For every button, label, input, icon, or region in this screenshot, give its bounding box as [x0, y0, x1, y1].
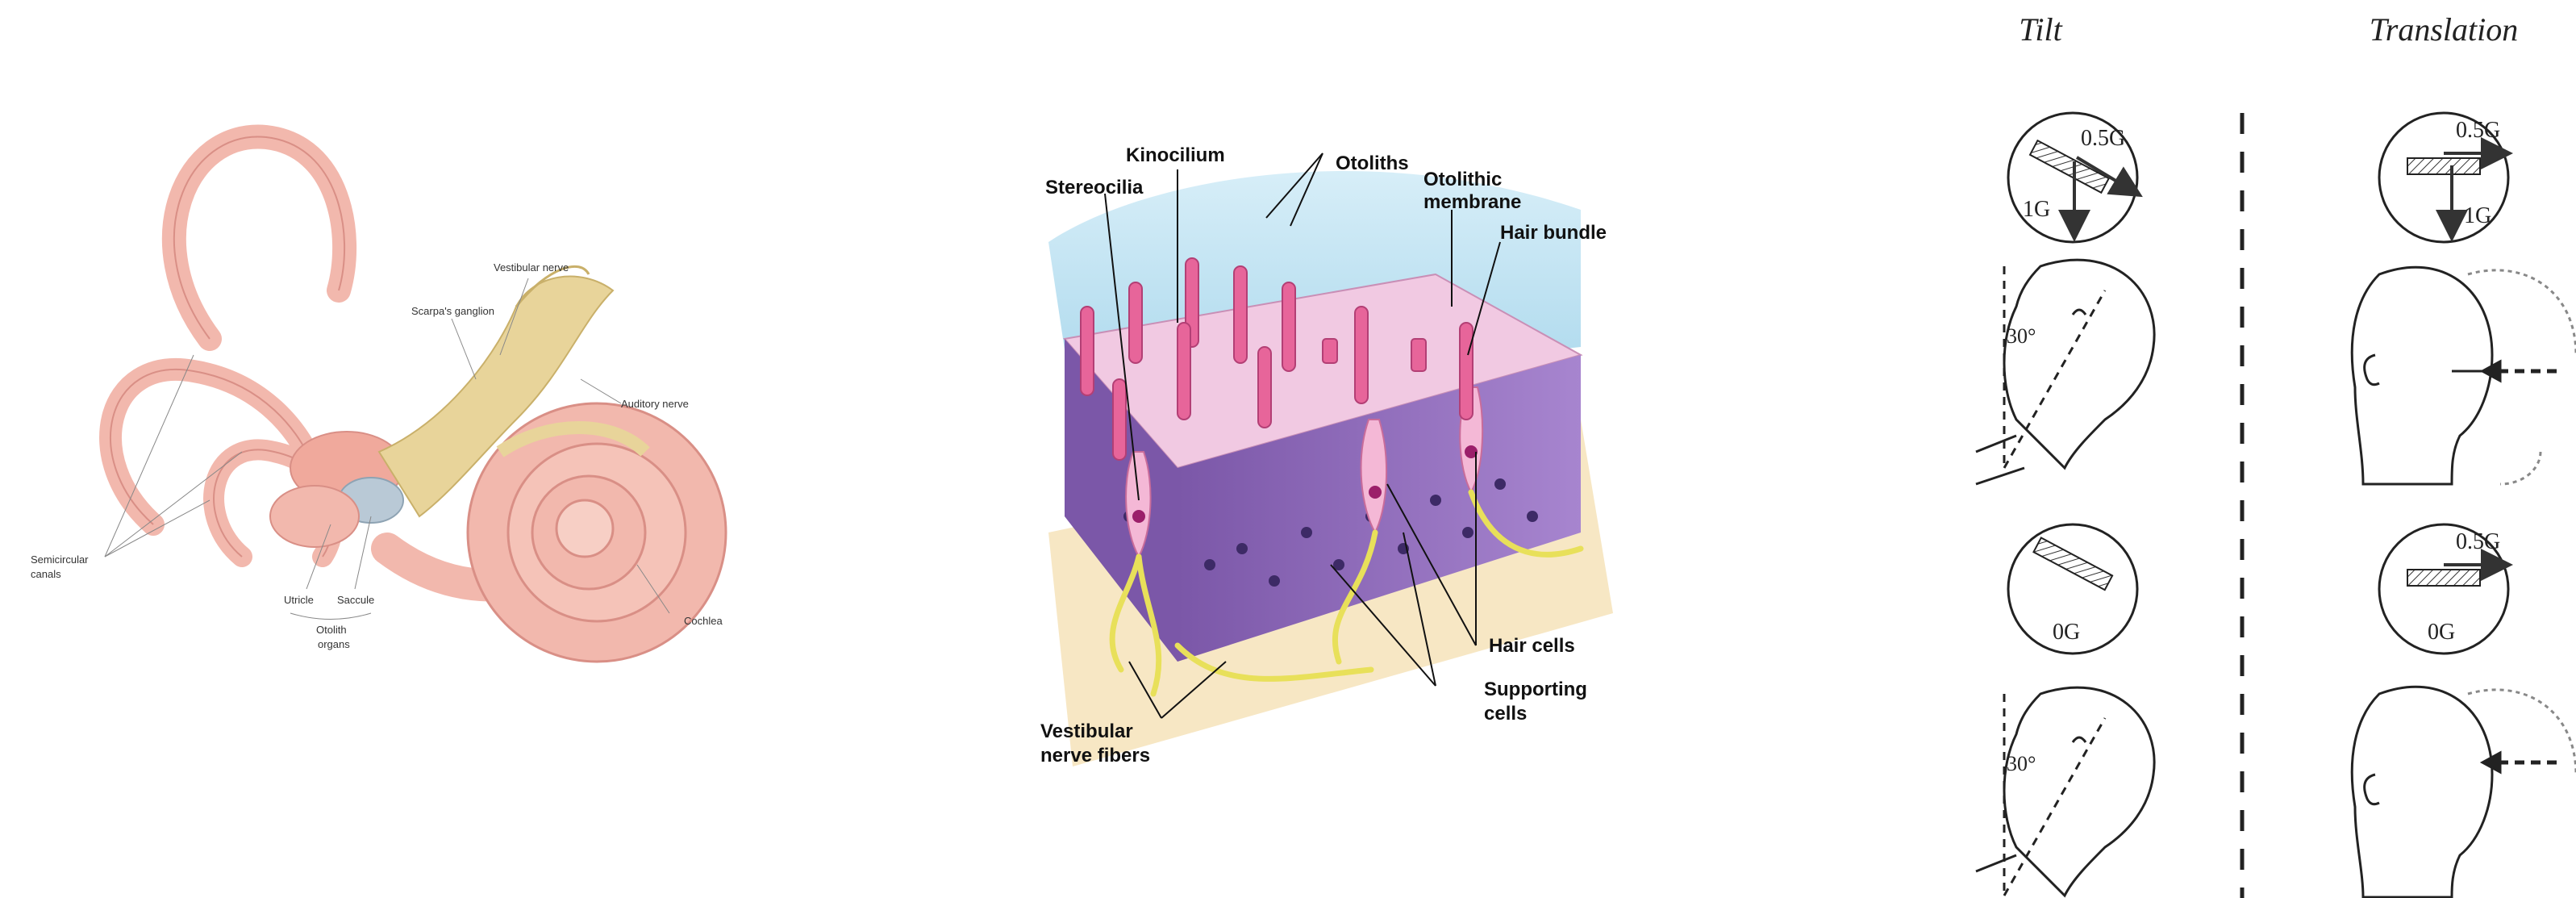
label-semicircular-canals-line1: Semicircular [31, 553, 89, 566]
label-supporting-cells-line2: cells [1484, 703, 1527, 725]
translation-bottom-value: 0G [2428, 620, 2455, 645]
header-translation: Translation [2370, 11, 2519, 48]
label-otolithic-membrane-line1: Otolithic [1423, 169, 1502, 190]
label-utricle: Utricle [284, 594, 314, 606]
label-vestibular-nerve-fibers-line2: nerve fibers [1040, 745, 1150, 766]
tilt-top-forward-value: 0.5G [2081, 126, 2125, 151]
label-cochlea: Cochlea [684, 615, 723, 627]
label-scarpas-ganglion: Scarpa's ganglion [411, 305, 494, 317]
translation-top-forward-value: 0.5G [2456, 118, 2500, 143]
label-vestibular-nerve-fibers-line1: Vestibular [1040, 720, 1133, 742]
label-auditory-nerve: Auditory nerve [621, 398, 689, 410]
translation-top-down-value: 1G [2464, 203, 2491, 228]
label-otolithic-membrane-line2: membrane [1423, 191, 1521, 213]
tilt-bottom-head-icon [1976, 687, 2154, 896]
tilt-top-head-icon [1976, 260, 2154, 484]
translation-bottom-forward-value: 0.5G [2456, 529, 2500, 554]
translation-bottom-head-icon [2352, 687, 2576, 897]
label-kinocilium: Kinocilium [1126, 144, 1225, 166]
label-supporting-cells-line1: Supporting [1484, 679, 1587, 700]
label-otolith-organs-line1: Otolith [316, 624, 347, 636]
tilt-bottom-angle: 30° [2007, 752, 2036, 775]
label-vestibular-nerve: Vestibular nerve [494, 261, 569, 274]
label-semicircular-canals-line2: canals [31, 568, 61, 580]
tilt-top-down-value: 1G [2023, 197, 2050, 222]
tilt-bottom-value: 0G [2053, 620, 2080, 645]
header-tilt: Tilt [2019, 11, 2062, 48]
tilt-top-angle: 30° [2007, 324, 2036, 348]
label-saccule: Saccule [337, 594, 374, 606]
translation-top-otolith-diagram: 0.5G 1G [2379, 113, 2508, 242]
translation-top-head-icon [2352, 267, 2576, 484]
tilt-bottom-otolith-diagram: 0G [2008, 524, 2137, 654]
macula-illustration [1048, 171, 1613, 766]
tilt-translation-panel: Tilt Translation 0.5G 1G 30° [1976, 11, 2576, 898]
label-otoliths: Otoliths [1336, 152, 1409, 174]
label-otolith-organs-line2: organs [318, 638, 350, 650]
label-hair-cells: Hair cells [1489, 635, 1575, 657]
label-stereocilia: Stereocilia [1045, 177, 1144, 198]
translation-bottom-otolith-diagram: 0.5G 0G [2379, 524, 2508, 654]
label-hair-bundle: Hair bundle [1500, 222, 1607, 244]
tilt-top-otolith-diagram: 0.5G 1G [2008, 113, 2137, 242]
